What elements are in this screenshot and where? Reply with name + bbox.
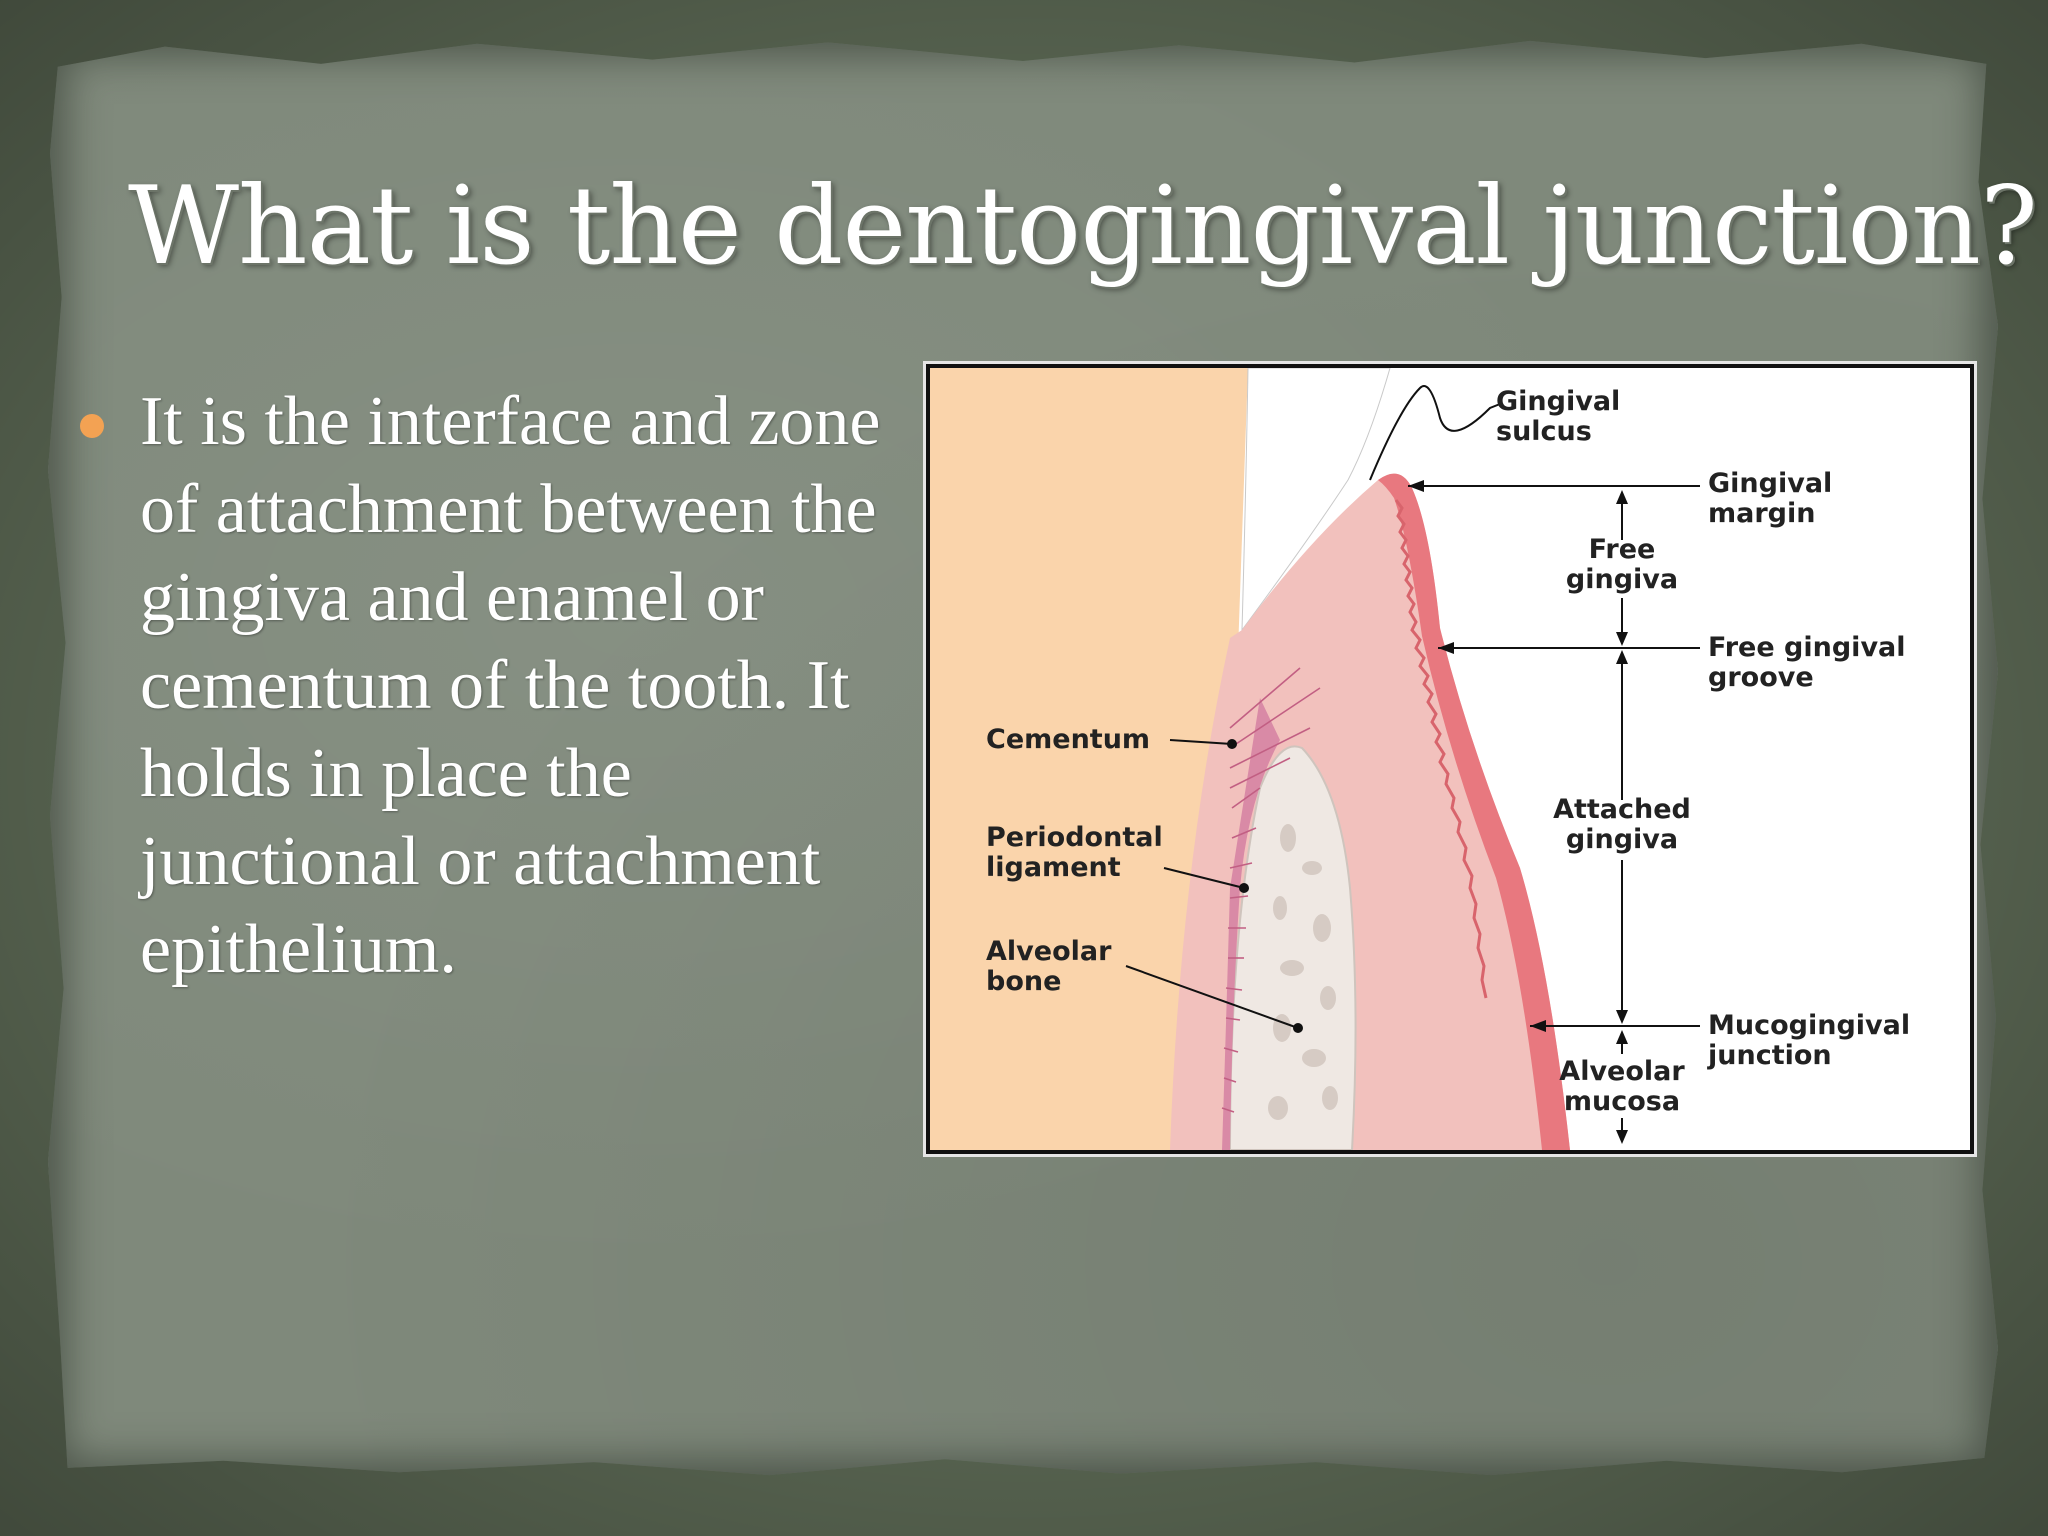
label-attached-gingiva-2: gingiva <box>1566 824 1678 855</box>
epithelial-ridges <box>1394 499 1488 999</box>
ligament-fibers <box>1221 667 1321 1113</box>
label-periodontal-ligament-1: Periodontal <box>986 822 1163 853</box>
ligament-pointer <box>1163 867 1245 889</box>
bullet-text: It is the interface and zone of attachme… <box>140 383 881 988</box>
periodontal-ligament <box>1222 698 1280 1150</box>
label-cementum: Cementum <box>986 724 1150 755</box>
label-alveolar-bone-2: bone <box>986 966 1061 997</box>
bone-pointer <box>1125 965 1299 1029</box>
label-mucogingival-junction-2: junction <box>1707 1040 1832 1071</box>
diagram-svg: Gingival sulcus Gingival margin Free gin… <box>930 368 1910 1150</box>
bone-dot-icon <box>1293 1023 1303 1033</box>
attached-gingiva-arrow-up-icon <box>1616 650 1628 664</box>
margin-arrow-icon <box>1408 480 1424 492</box>
free-gingiva-arrow-down-icon <box>1616 632 1628 646</box>
label-free-gingiva-1: Free <box>1589 534 1656 565</box>
gingival-epithelium <box>1378 473 1570 1150</box>
label-free-gingival-groove-1: Free gingival <box>1708 632 1906 663</box>
slide-title: What is the dentogingival junction? <box>128 164 2038 289</box>
tooth-dentin <box>930 368 1248 1150</box>
dentogingival-diagram: Gingival sulcus Gingival margin Free gin… <box>926 364 1974 1154</box>
label-alveolar-mucosa-1: Alveolar <box>1559 1056 1685 1087</box>
mucosa-arrow-down-icon <box>1616 1130 1628 1144</box>
alveolar-bone <box>1228 745 1357 1150</box>
tooth-enamel <box>1241 368 1391 632</box>
bullet-item: It is the interface and zone of attachme… <box>80 378 910 994</box>
free-gingiva-arrow-up-icon <box>1616 490 1628 504</box>
label-periodontal-ligament-2: ligament <box>986 852 1121 883</box>
label-free-gingiva-2: gingiva <box>1566 564 1678 595</box>
ligament-dot-icon <box>1239 883 1249 893</box>
bone-trabeculae <box>1268 824 1338 1120</box>
sulcus-pointer <box>1369 385 1501 481</box>
bullet-dot-icon <box>80 414 104 438</box>
label-gingival-sulcus-2: sulcus <box>1496 416 1592 447</box>
cementum-pointer <box>1169 739 1233 745</box>
label-gingival-margin-1: Gingival <box>1708 468 1832 499</box>
label-attached-gingiva-1: Attached <box>1553 794 1691 825</box>
label-mucogingival-junction-1: Mucogingival <box>1708 1010 1910 1041</box>
cementum-dot-icon <box>1227 739 1237 749</box>
mucogingival-arrow-icon <box>1530 1020 1546 1032</box>
label-free-gingival-groove-2: groove <box>1708 662 1814 693</box>
mucosa-arrow-up-icon <box>1616 1030 1628 1044</box>
groove-arrow-icon <box>1438 642 1454 654</box>
label-gingival-sulcus-1: Gingival <box>1496 386 1620 417</box>
label-alveolar-mucosa-2: mucosa <box>1564 1086 1680 1117</box>
body-text: It is the interface and zone of attachme… <box>80 378 910 994</box>
label-alveolar-bone-1: Alveolar <box>986 936 1112 967</box>
label-gingival-margin-2: margin <box>1708 498 1815 529</box>
attached-gingiva-arrow-down-icon <box>1616 1010 1628 1024</box>
